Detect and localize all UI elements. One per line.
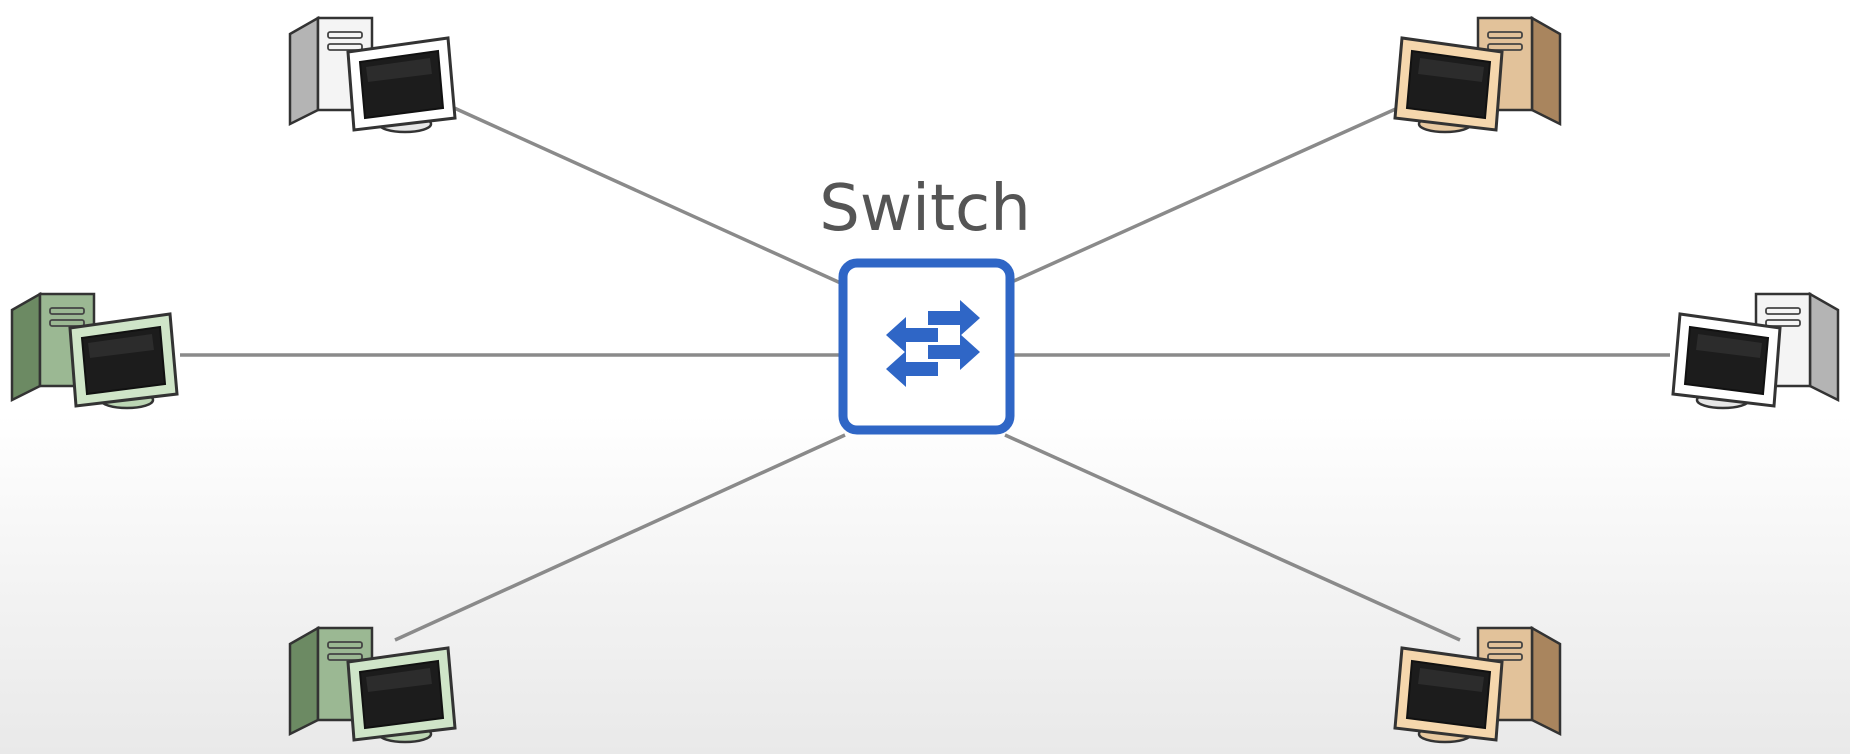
switch-box bbox=[838, 258, 1015, 435]
computer-icon bbox=[1393, 15, 1562, 134]
bidirectional-arrows-icon bbox=[886, 300, 980, 387]
switch bbox=[838, 258, 1015, 435]
link-top-right bbox=[1004, 105, 1401, 287]
computer-icon bbox=[1393, 625, 1562, 744]
link-bottom-left bbox=[394, 433, 846, 642]
link-bottom-right bbox=[1004, 433, 1461, 642]
computer-icon bbox=[288, 15, 457, 134]
switch-label: Switch bbox=[819, 172, 1031, 246]
computer-icon bbox=[288, 625, 457, 744]
link-top-left bbox=[451, 105, 846, 287]
computer-icon bbox=[1671, 291, 1840, 410]
computer-icon bbox=[10, 291, 179, 410]
links bbox=[180, 105, 1670, 642]
computers bbox=[10, 15, 1840, 744]
